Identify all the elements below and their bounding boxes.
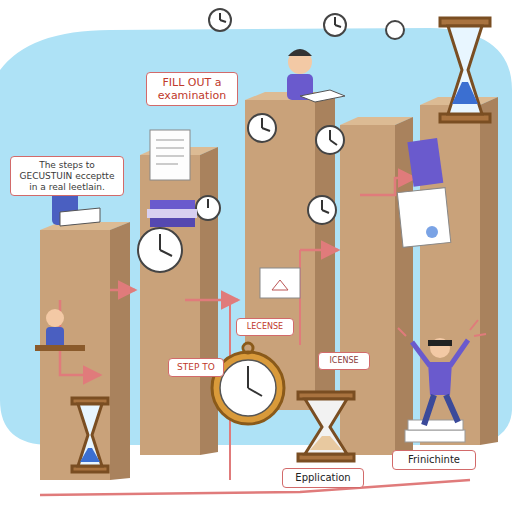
node-text: STEP TO bbox=[174, 362, 218, 373]
node-text: FILL OUT a examination bbox=[152, 76, 232, 102]
step-sign: Frinichinte bbox=[392, 450, 476, 470]
node-text: Epplication bbox=[288, 472, 358, 484]
step-sign: ICENSE bbox=[318, 352, 370, 370]
speech-bubble: FILL OUT a examination bbox=[146, 72, 238, 106]
node-text: LECENSE bbox=[242, 322, 288, 332]
node-text: Frinichinte bbox=[398, 454, 470, 466]
step-sign: Epplication bbox=[282, 468, 364, 488]
speech-bubble: The steps to GECUSTUIN ecceptte in a rea… bbox=[10, 156, 124, 196]
step-sign: LECENSE bbox=[236, 318, 294, 336]
node-text: The steps to GECUSTUIN ecceptte in a rea… bbox=[16, 160, 118, 192]
step-sign: STEP TO bbox=[168, 358, 224, 377]
node-text: ICENSE bbox=[324, 356, 364, 366]
